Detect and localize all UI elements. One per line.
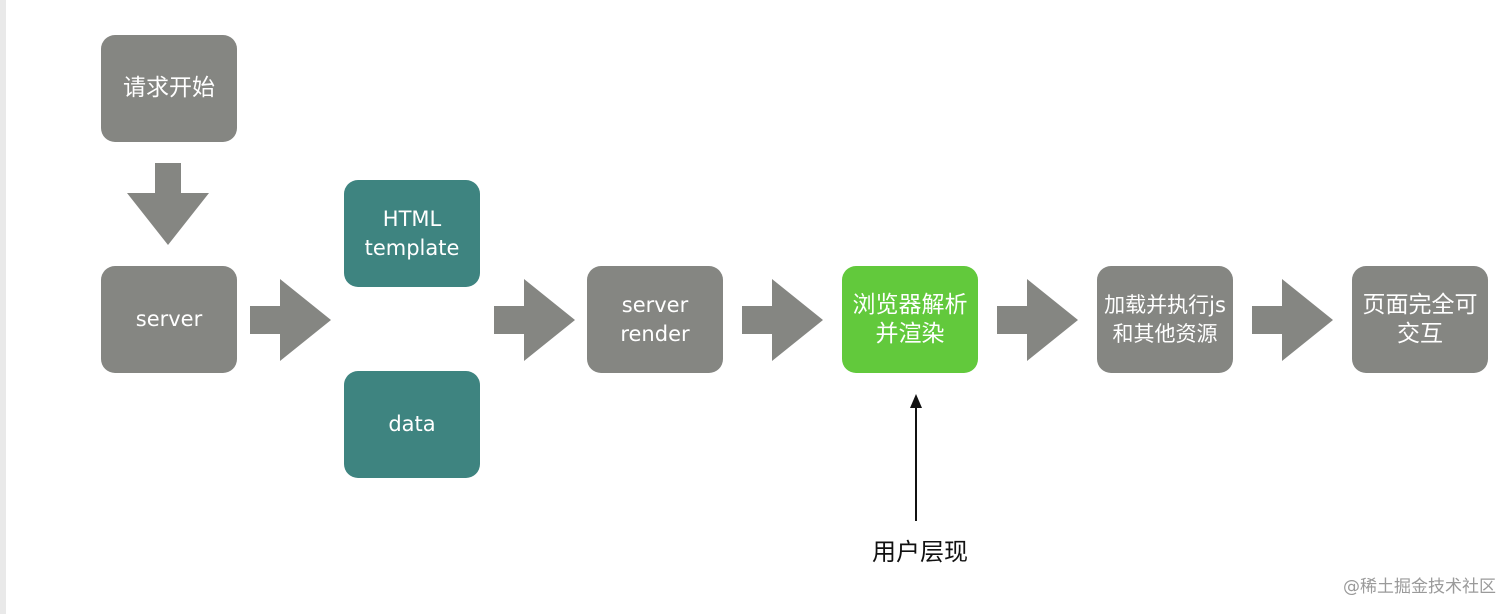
box-request-start: 请求开始 (101, 35, 237, 142)
arrow-up-user-visible-head (910, 394, 922, 408)
box-browser-parse-render-label: 浏览器解析 并渲染 (852, 291, 968, 347)
box-browser-parse-render: 浏览器解析 并渲染 (842, 266, 978, 373)
box-load-js-resources: 加载并执行js 和其他资源 (1097, 266, 1233, 373)
box-server: server (101, 266, 237, 373)
box-page-interactive-label: 页面完全可 交互 (1362, 291, 1478, 347)
box-server-render-label: server render (620, 292, 690, 346)
watermark: @稀土掘金技术社区 (1343, 577, 1496, 597)
box-data-label: data (388, 412, 436, 436)
box-request-start-label: 请求开始 (123, 75, 215, 101)
arrow-down-request-to-server (127, 163, 209, 245)
arrow-right-render-to-browser (742, 279, 823, 361)
user-visible-caption: 用户层现 (872, 538, 968, 566)
box-load-js-resources-label: 加载并执行js 和其他资源 (1104, 292, 1226, 346)
box-page-interactive: 页面完全可 交互 (1352, 266, 1488, 373)
box-data: data (344, 371, 480, 478)
arrow-right-load-to-interactive (1252, 279, 1333, 361)
left-edge-strip (0, 0, 6, 614)
arrow-right-browser-to-load (997, 279, 1078, 361)
arrow-right-server-to-inputs (250, 279, 331, 361)
box-html-template: HTML template (344, 180, 480, 287)
arrow-right-inputs-to-render (494, 279, 575, 361)
box-html-template-label: HTML template (364, 206, 460, 260)
box-server-render: server render (587, 266, 723, 373)
box-server-label: server (135, 307, 203, 331)
